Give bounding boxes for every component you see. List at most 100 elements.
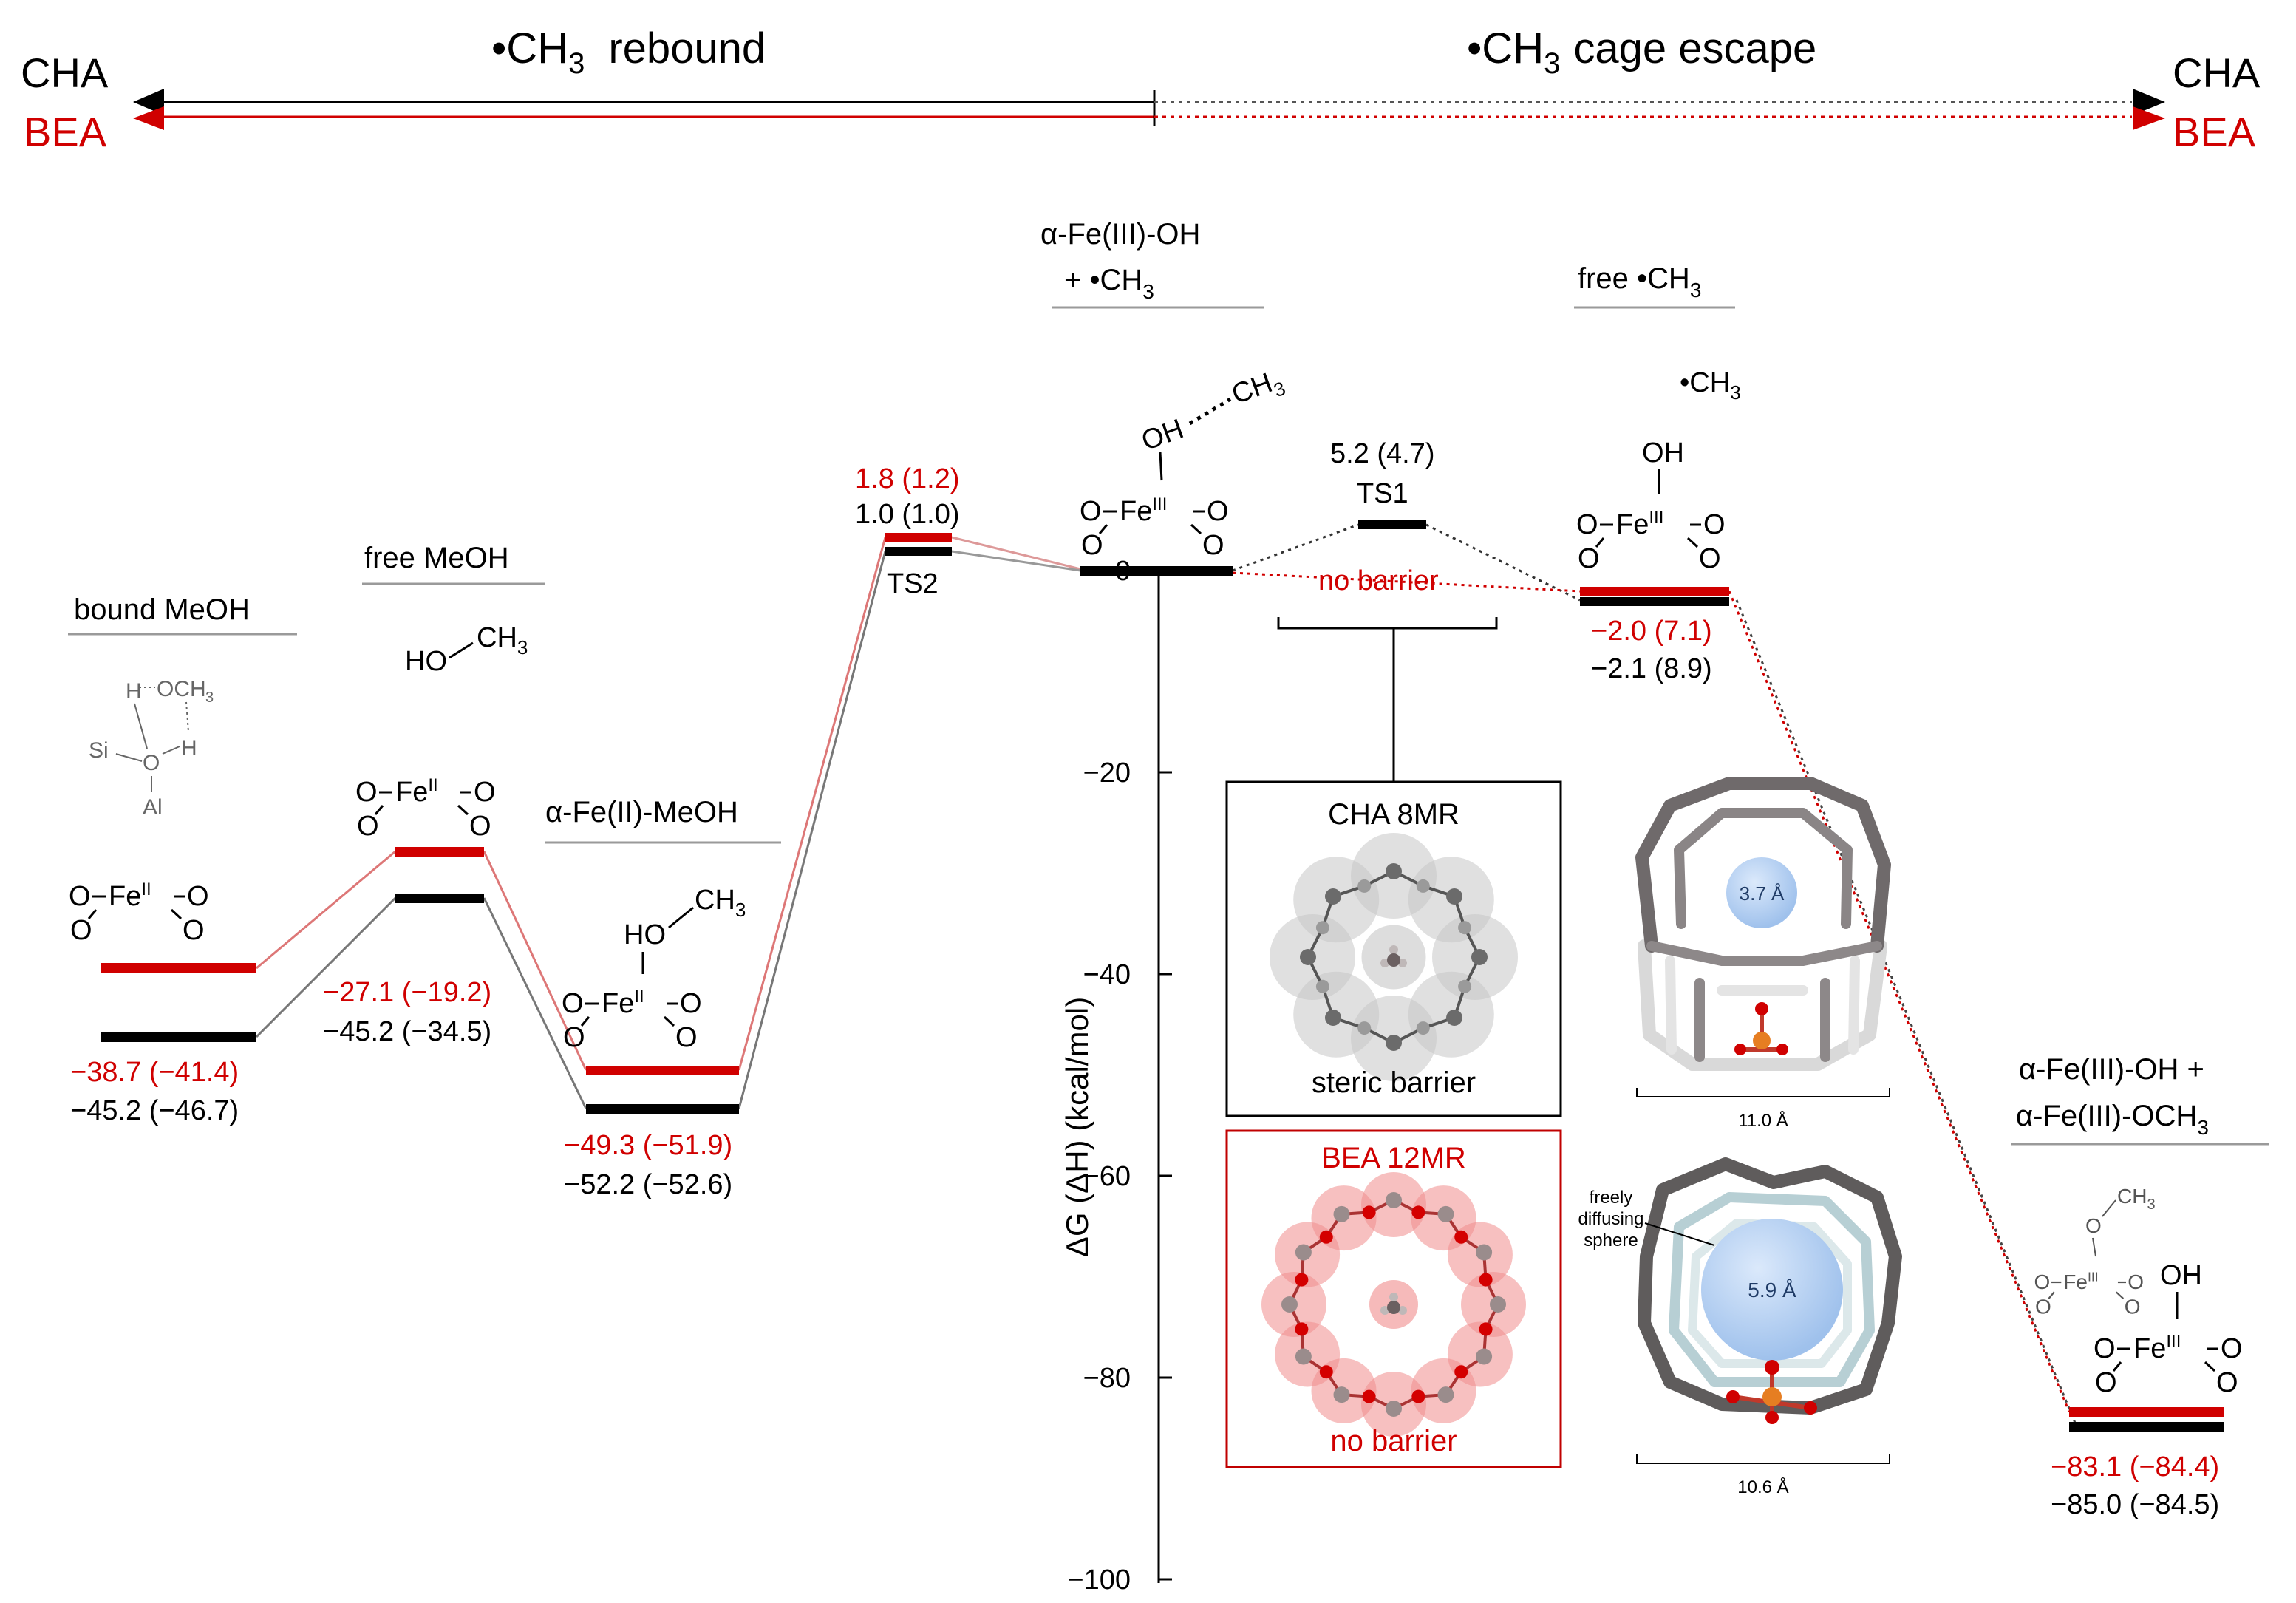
bea-width-bracket (1636, 1454, 1890, 1464)
ring-atom (1411, 1389, 1425, 1403)
o-atom-bottom-right: O (1202, 530, 1224, 561)
ring-atom (1319, 1230, 1333, 1244)
callout-pointer (1644, 1222, 1715, 1246)
o-atom-right: O (474, 777, 496, 808)
fe-atom: FeII (109, 879, 151, 912)
level-bound-bea (101, 963, 256, 973)
y-axis: 0−20−40−60−80−100 ΔG (ΔH) (kcal/mol) (1060, 556, 1172, 1596)
y-tick-label: 0 (1115, 556, 1131, 587)
value-bound-cha: −45.2 (−46.7) (70, 1095, 239, 1126)
final-ch3-small: CH3 (2117, 1185, 2156, 1213)
bond (2048, 1291, 2055, 1299)
o-atom-bottom-left: O (357, 811, 379, 842)
mol-ch3-sub: 3 (205, 690, 214, 706)
mol-al: Al (143, 795, 163, 820)
free-ch3: CH3 (477, 622, 528, 658)
conn-free-final-cha (1735, 599, 2078, 1427)
bond (457, 804, 469, 816)
bea-box-title: BEA 12MR (1321, 1142, 1466, 1174)
bond (580, 1016, 590, 1027)
molecule-bound-meoh: H OCH 3 Si O H Al (89, 677, 214, 820)
mol-o-center: O (143, 751, 160, 775)
y-tick-label: −60 (1083, 1161, 1131, 1192)
ring-atom (1490, 1296, 1506, 1313)
cha-width-bracket (1636, 1088, 1890, 1097)
ring-atom (1446, 888, 1463, 905)
ring-atom (1476, 1244, 1493, 1261)
title-alpha-oh-2: + •CH3 (1064, 264, 1154, 303)
final-o-fe-small (2092, 1237, 2096, 1257)
ring-atom (1386, 863, 1402, 879)
title-alpha-oh-1: α-Fe(III)-OH (1040, 218, 1200, 251)
bond (87, 909, 98, 919)
label-ts1: TS1 (1357, 478, 1408, 509)
bond-h-o (134, 703, 148, 749)
ring-atom (1295, 1273, 1309, 1287)
header-left-bea: BEA (24, 109, 107, 155)
ring-atom (1416, 1021, 1430, 1035)
level-free-bea (395, 847, 484, 857)
conn-ts2-zero-bea (951, 536, 1081, 571)
o-atom-bottom-right: O (675, 1022, 698, 1053)
oh-ch3-interaction (1188, 397, 1232, 426)
bond (1098, 524, 1108, 534)
ring-atom (1324, 888, 1341, 905)
level-zero (1080, 566, 1233, 576)
ring-atom (1333, 1205, 1350, 1222)
free-ho: HO (405, 646, 447, 677)
ring-atom (1476, 1348, 1493, 1365)
value-ts1: 5.2 (4.7) (1330, 438, 1435, 469)
bracket (1277, 617, 1498, 781)
ring-atom (1295, 1348, 1312, 1365)
methyl-atom (1389, 945, 1398, 954)
level-free-ch3-cha (1580, 597, 1729, 606)
level-final-cha (2069, 1422, 2224, 1432)
bond (2204, 1361, 2216, 1372)
value-free-cha: −45.2 (−34.5) (323, 1016, 491, 1047)
y-tick-label: −100 (1067, 1565, 1131, 1596)
level-alpha-meoh-bea (586, 1066, 739, 1075)
o-atom-bottom-left: O (70, 915, 92, 946)
bea-sphere-label: 5.9 Å (1748, 1279, 1796, 1301)
o-atom-right: O (680, 988, 702, 1019)
title-final-1: α-Fe(III)-OH + (2019, 1053, 2204, 1086)
conn-free-alpha-bea (483, 851, 587, 1071)
level-alpha-meoh-cha (586, 1104, 739, 1114)
o-atom-bottom-left: O (2035, 1296, 2051, 1318)
cha-box-title: CHA 8MR (1328, 798, 1459, 831)
rebound-arrowhead-bea (133, 106, 164, 130)
conn-alpha-ts2-bea (737, 537, 887, 1071)
ring-atom (1454, 1230, 1468, 1244)
header-left-cha: CHA (21, 50, 109, 96)
ring-atom (1479, 1273, 1493, 1287)
cha-cage-frame (1635, 777, 1891, 1071)
level-final-bea (2069, 1407, 2224, 1417)
value-free-ch3-cha: −2.1 (8.9) (1591, 653, 1712, 684)
bond-o-h (162, 746, 180, 755)
bea-fe-atom (1762, 1387, 1782, 1406)
molecule-free-meoh: HO CH3 (405, 622, 528, 677)
oh-ligand: OH (1137, 413, 1188, 457)
final-oh: OH (2160, 1260, 2202, 1291)
header-right-cha: CHA (2173, 50, 2261, 96)
bea-fe-site (1726, 1360, 1817, 1424)
o-atom-left: O (2034, 1270, 2050, 1293)
molecule-alpha-meoh-ligand: HO CH3 (624, 885, 746, 974)
methyl-atom (1380, 959, 1389, 967)
methyl-atom (1387, 1301, 1400, 1314)
level-ts1-cha (1358, 520, 1426, 529)
fe-atom: FeIII (2133, 1332, 2181, 1364)
conn-free-final-bea (1728, 591, 2071, 1412)
bea-sphere (1701, 1219, 1843, 1361)
inset-bea-12mr: BEA 12MR no barrier (1225, 1129, 1562, 1468)
value-alpha-meoh-cha: −52.2 (−52.6) (564, 1169, 732, 1200)
o-atom-left: O (1576, 509, 1598, 540)
final-o-ch3-bond (2102, 1199, 2116, 1217)
cha-o-atom-2 (1734, 1044, 1746, 1055)
cha-fe-site (1734, 1002, 1788, 1055)
ring-atom (1471, 949, 1488, 965)
